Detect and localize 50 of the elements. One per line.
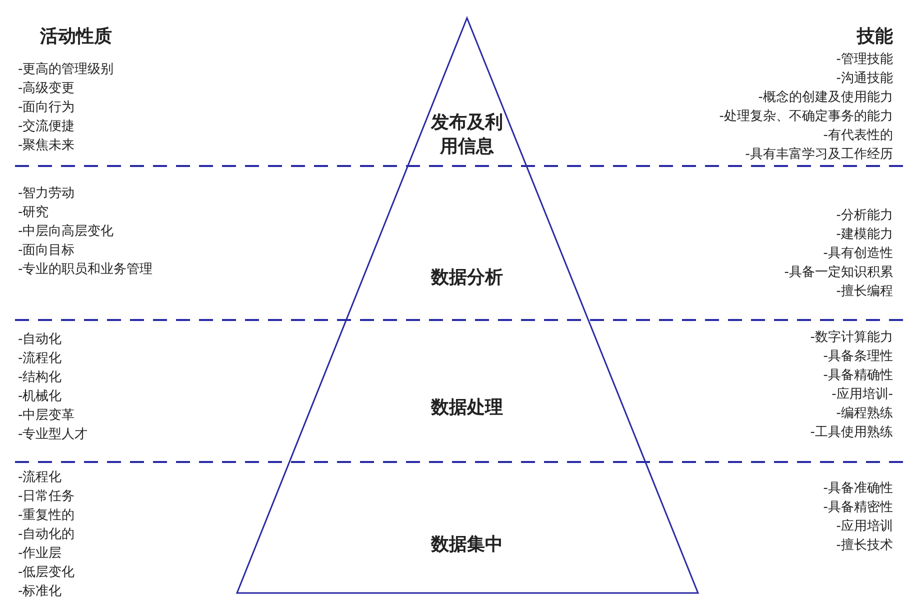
list-item: -工具使用熟练 bbox=[810, 425, 893, 441]
list-item: -研究 bbox=[18, 205, 49, 221]
list-item: -具备精确性 bbox=[823, 368, 893, 384]
list-item: -建模能力 bbox=[836, 227, 893, 243]
level-label: 发布及利用信息 bbox=[429, 111, 505, 159]
list-item: -具备准确性 bbox=[823, 481, 893, 497]
list-item: -自动化 bbox=[18, 332, 62, 348]
list-item: -应用培训- bbox=[832, 387, 893, 403]
list-item: -擅长技术 bbox=[836, 538, 893, 554]
level-label: 数据处理 bbox=[412, 396, 522, 420]
list-item: -具有丰富学习及工作经历 bbox=[745, 147, 893, 163]
list-item: -作业层 bbox=[18, 546, 62, 562]
list-item: -日常任务 bbox=[18, 489, 75, 505]
list-item: -结构化 bbox=[18, 370, 62, 386]
list-item: -应用培训 bbox=[836, 519, 893, 535]
list-item: -具有创造性 bbox=[823, 246, 893, 262]
list-item: -中层变革 bbox=[18, 408, 75, 424]
list-item: -有代表性的 bbox=[823, 128, 893, 144]
list-item: -重复性的 bbox=[18, 508, 75, 524]
level-label: 数据集中 bbox=[412, 533, 522, 557]
list-item: -智力劳动 bbox=[18, 186, 75, 202]
list-item: -分析能力 bbox=[836, 208, 893, 224]
list-item: -数字计算能力 bbox=[810, 330, 893, 346]
list-item: -处理复杂、不确定事务的能力 bbox=[719, 109, 893, 125]
list-item: -标准化 bbox=[18, 584, 62, 600]
list-item: -具备精密性 bbox=[823, 500, 893, 516]
column-heading: 技能 bbox=[857, 26, 893, 48]
list-item: -低层变化 bbox=[18, 565, 75, 581]
list-item: -自动化的 bbox=[18, 527, 75, 543]
list-item: -聚焦未来 bbox=[18, 138, 75, 154]
list-item: -管理技能 bbox=[836, 52, 893, 68]
list-item: -更高的管理级别 bbox=[18, 62, 114, 78]
list-item: -沟通技能 bbox=[836, 71, 893, 87]
list-item: -编程熟练 bbox=[836, 406, 893, 422]
list-item: -专业的职员和业务管理 bbox=[18, 262, 153, 278]
list-item: -具备一定知识积累 bbox=[784, 265, 893, 281]
list-item: -面向行为 bbox=[18, 100, 75, 116]
list-item: -交流便捷 bbox=[18, 119, 75, 135]
list-item: -中层向高层变化 bbox=[18, 224, 114, 240]
list-item: -擅长编程 bbox=[836, 284, 893, 300]
list-item: -流程化 bbox=[18, 351, 62, 367]
list-item: -概念的创建及使用能力 bbox=[758, 90, 893, 106]
list-item: -高级变更 bbox=[18, 81, 75, 97]
list-item: -具备条理性 bbox=[823, 349, 893, 365]
list-item: -面向目标 bbox=[18, 243, 75, 259]
column-heading: 活动性质 bbox=[40, 26, 112, 48]
list-item: -专业型人才 bbox=[18, 427, 88, 443]
list-item: -机械化 bbox=[18, 389, 62, 405]
level-label: 数据分析 bbox=[412, 266, 522, 290]
list-item: -流程化 bbox=[18, 470, 62, 486]
